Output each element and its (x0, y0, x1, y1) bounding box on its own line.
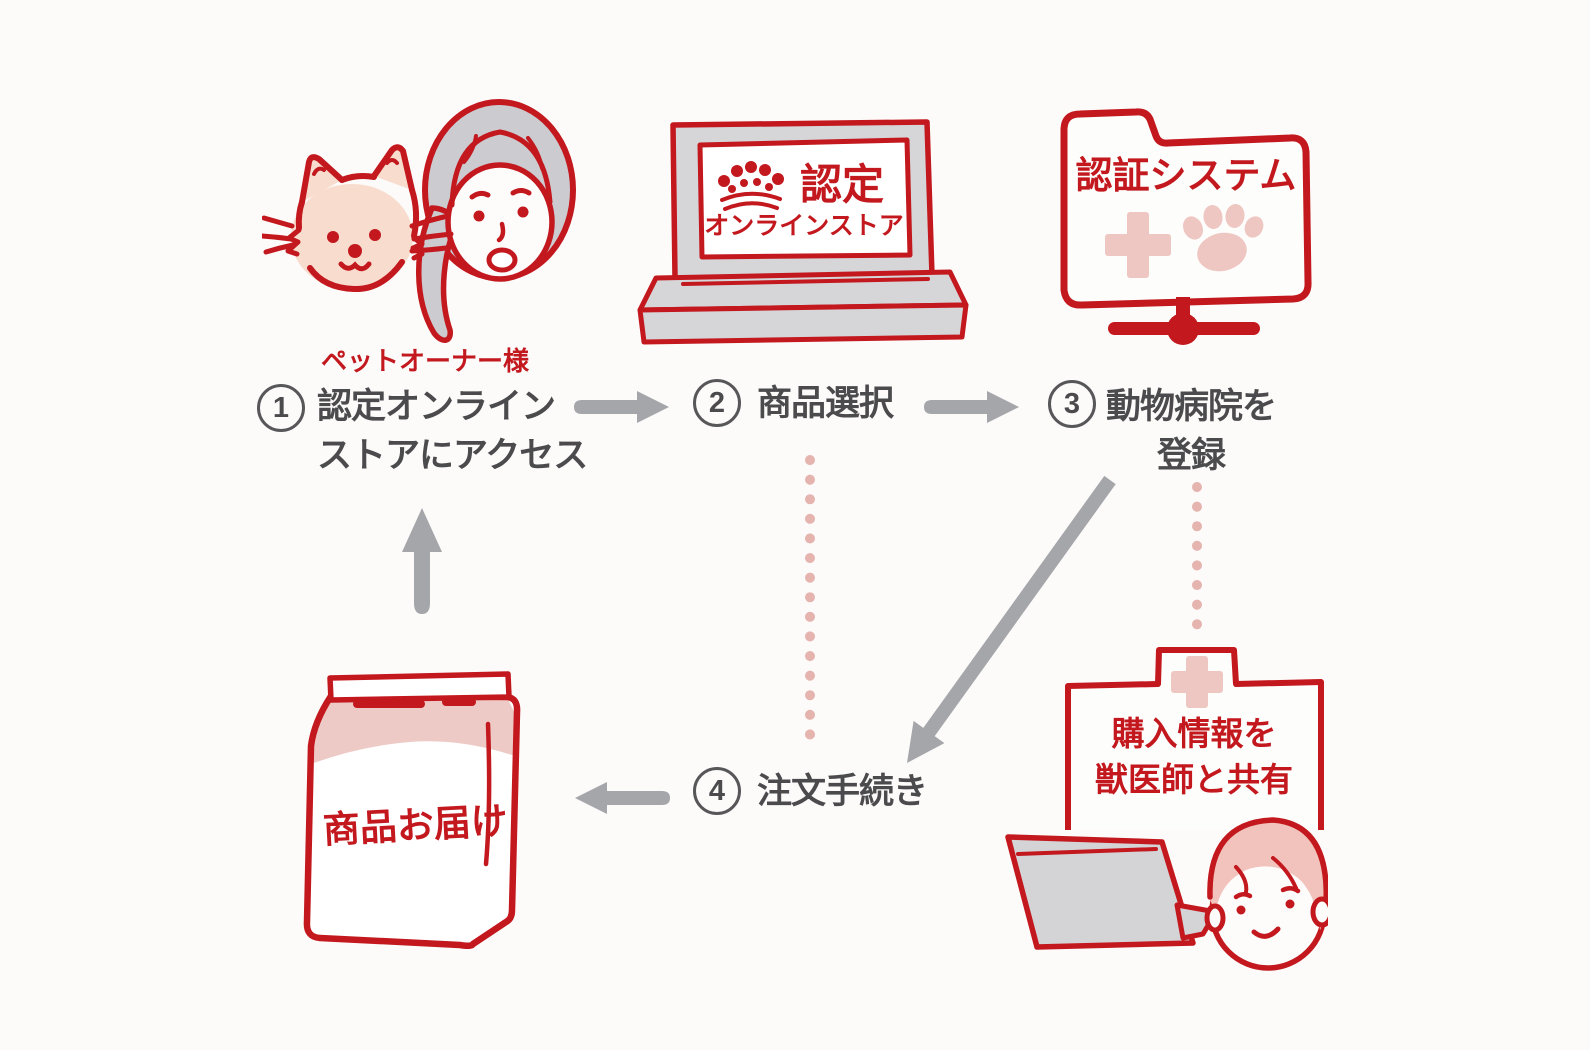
dotted-line-step3-sharebox (1192, 482, 1202, 631)
step-2-number: 2 (693, 379, 741, 427)
vet-person-icon (1204, 817, 1328, 971)
store-badge-text: 認定 (800, 161, 884, 208)
step-3-number: 3 (1048, 380, 1096, 428)
paw-icon (1183, 204, 1264, 272)
cross-icon (1105, 212, 1171, 278)
pet-food-bag-icon (303, 671, 521, 950)
step-1-line2: ストアにアクセス (317, 436, 588, 475)
crown-logo-icon (718, 161, 784, 211)
share-box-line1: 購入情報を (1112, 715, 1277, 752)
arrow-step4-delivery-icon (575, 782, 670, 814)
hospital-outline-icon (1065, 647, 1324, 830)
pet-owner-illustration (262, 99, 576, 343)
step-3-line2: 登録 (1156, 436, 1226, 475)
step-3-line1: 動物病院を (1105, 387, 1277, 426)
cross-icon (1171, 656, 1223, 708)
arrow-step2-step3-icon (924, 391, 1019, 423)
network-icon (1108, 297, 1260, 345)
step-4-number: 4 (693, 767, 741, 815)
step-3-label: 動物病院を 登録 (1100, 382, 1282, 480)
share-box-line2: 獣医師と共有 (1095, 761, 1293, 798)
auth-system-illustration: 認証システム (1060, 108, 1312, 345)
step-1-label: 認定オンライン ストアにアクセス (317, 382, 588, 480)
delivery-bag-text: 商品お届け (322, 800, 509, 851)
laptop-back-icon (1005, 834, 1219, 950)
step-4-label: 注文手続き (757, 772, 928, 811)
laptop-icon (637, 119, 969, 345)
arrow-step3-step4-icon (907, 475, 1116, 763)
step-1-line1: 認定オンライン (317, 387, 556, 426)
step-1-number: 1 (257, 384, 305, 432)
arrow-delivery-step1-icon (402, 508, 442, 614)
store-laptop-illustration: 認定 オンラインストア (637, 119, 969, 345)
step-2-label: 商品選択 (757, 384, 894, 423)
cat-icon (262, 144, 454, 293)
auth-system-text: 認証システム (1076, 155, 1297, 196)
arrow-step1-step2-icon (574, 391, 669, 423)
share-box-illustration: 購入情報を 獣医師と共有 (1065, 647, 1324, 830)
dotted-line-step2-step4 (805, 455, 815, 745)
woman-icon (416, 99, 576, 343)
pet-owner-label: ペットオーナー様 (320, 346, 529, 376)
folder-icon (1060, 108, 1312, 309)
delivery-bag-illustration: 商品お届け (303, 671, 521, 950)
vet-illustration (1005, 817, 1328, 971)
store-name-text: オンラインストア (704, 212, 904, 240)
